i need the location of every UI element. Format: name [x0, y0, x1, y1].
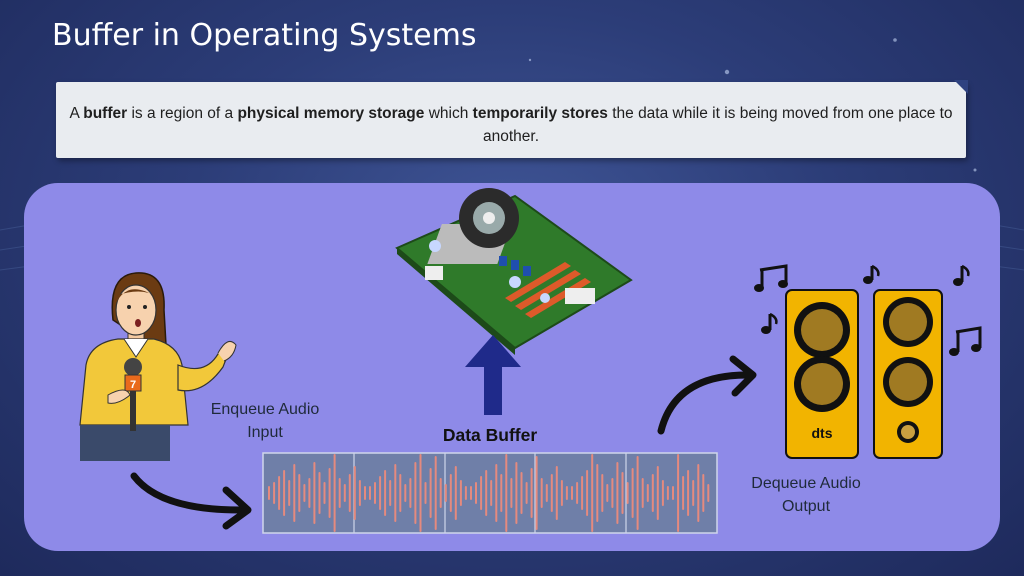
output-label: Dequeue Audio Output [738, 472, 874, 518]
definition-text: A buffer is a region of a physical memor… [66, 102, 956, 148]
music-note-icon [761, 312, 778, 334]
music-note-icon [863, 264, 880, 284]
up-arrow-icon [465, 335, 521, 415]
curved-arrow-icon [130, 472, 252, 530]
output-label-line2: Output [781, 498, 831, 515]
definition-part: which [424, 105, 473, 122]
input-label: Enqueue Audio Input [200, 398, 330, 444]
music-note-icon [754, 264, 788, 292]
mic-tag: 7 [130, 379, 136, 391]
motherboard-illustration [395, 188, 633, 355]
speaker-brand: dts [812, 425, 833, 441]
curved-arrow-icon [657, 355, 757, 435]
speaker-illustration: dts [754, 264, 982, 459]
definition-part: A [69, 105, 84, 122]
definition-box: A buffer is a region of a physical memor… [56, 80, 968, 158]
input-label-line1: Enqueue Audio [210, 401, 320, 418]
reporter-illustration: 7 [79, 272, 237, 461]
microphone-icon [124, 358, 142, 431]
music-note-icon [953, 264, 970, 286]
definition-part: the data while it is being moved from on… [482, 105, 953, 145]
output-label-line1: Dequeue Audio [751, 475, 861, 492]
definition-term: temporarily stores [472, 105, 608, 122]
slide-title: Buffer in Operating Systems [52, 18, 477, 53]
definition-term: physical memory storage [237, 105, 425, 122]
corner-fold [954, 80, 968, 94]
buffer-label: Data Buffer [442, 425, 538, 445]
input-label-line2: Input [247, 424, 283, 441]
definition-term: buffer [83, 105, 128, 122]
data-buffer-waveform [262, 452, 718, 534]
definition-part: is a region of a [127, 105, 238, 122]
music-note-icon [949, 326, 982, 356]
